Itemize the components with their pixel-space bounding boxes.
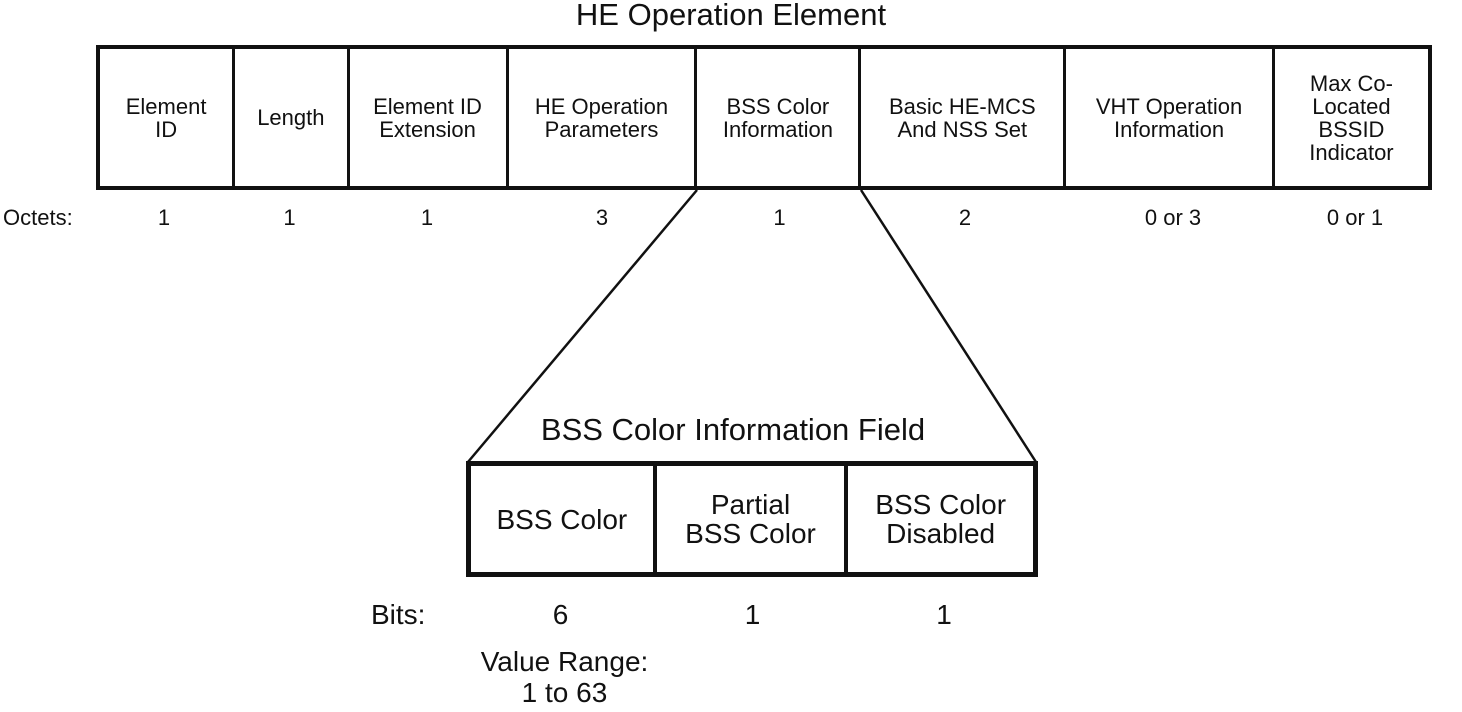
bits-unit-label: Bits: [371, 599, 426, 630]
octets-unit-label: Octets: [3, 205, 73, 230]
field-cell-bss-color-disabled: BSS Color Disabled [848, 466, 1033, 572]
bits-size-row: 6 1 1 [466, 600, 1038, 630]
field-cell-basic-he-mcs-and-nss-set: Basic HE-MCS And NSS Set [861, 49, 1067, 186]
bss-color-information-field-title: BSS Color Information Field [540, 412, 926, 447]
field-cell-max-co-located-bssid-indicator: Max Co- Located BSSID Indicator [1274, 49, 1428, 186]
field-cell-partial-bss-color: Partial BSS Color [656, 466, 849, 572]
bits-value: 6 [552, 599, 569, 630]
field-cell-vht-operation-information: VHT Operation Information [1066, 49, 1275, 186]
octets-value: 0 or 3 [1144, 205, 1202, 230]
field-cell-element-id-extension: Element ID Extension [349, 49, 509, 186]
field-cell-element-id: Element ID [100, 49, 236, 186]
bss-color-information-field-row: BSS Color Partial BSS Color BSS Color Di… [466, 461, 1038, 577]
field-cell-bss-color: BSS Color [471, 466, 657, 572]
octets-value: 1 [420, 205, 434, 230]
octets-value: 1 [773, 205, 786, 230]
bits-value: 1 [744, 599, 761, 630]
octets-value: 1 [283, 205, 296, 230]
field-cell-he-operation-parameters: HE Operation Parameters [508, 49, 698, 186]
octets-value: 0 or 1 [1326, 205, 1384, 230]
octets-value: 2 [958, 205, 972, 230]
field-cell-bss-color-information: BSS Color Information [697, 49, 862, 186]
he-operation-element-field-row: Element ID Length Element ID Extension H… [96, 45, 1432, 190]
diagram-title: HE Operation Element [575, 0, 887, 32]
field-cell-length: Length [235, 49, 350, 186]
bss-color-value-range-note: Value Range: 1 to 63 [480, 646, 649, 708]
octets-value: 1 [157, 205, 171, 230]
bits-value: 1 [936, 599, 952, 630]
octets-value: 3 [595, 205, 609, 230]
octets-size-row: 1 1 1 3 1 2 0 or 3 0 or 1 [96, 206, 1432, 230]
